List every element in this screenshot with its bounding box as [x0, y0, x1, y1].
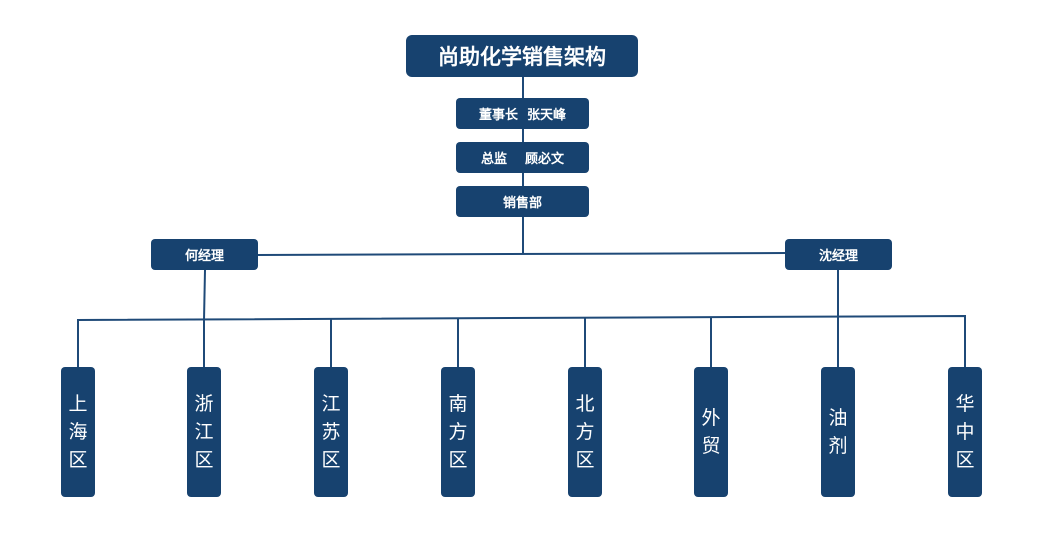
connector-manager-bus — [256, 252, 787, 256]
region-oil-agent-node: 油剂 — [821, 367, 855, 497]
manager-shen-node: 沈经理 — [785, 239, 892, 270]
chairman-node: 董事长 张天峰 — [456, 98, 589, 129]
region-zhejiang-node: 浙江区 — [187, 367, 221, 497]
region-foreign-trade-node: 外贸 — [694, 367, 728, 497]
sales-department-node: 销售部 — [456, 186, 589, 217]
connector-region-bus — [77, 314, 966, 367]
connector-manager-left-down — [203, 269, 206, 321]
region-jiangsu-node: 江苏区 — [314, 367, 348, 497]
region-central-china-node: 华中区 — [948, 367, 982, 497]
manager-he-node: 何经理 — [151, 239, 258, 270]
region-north-node: 北方区 — [568, 367, 602, 497]
org-title-node: 尚助化学销售架构 — [406, 35, 638, 77]
director-node: 总监 顾必文 — [456, 142, 589, 173]
region-south-node: 南方区 — [441, 367, 475, 497]
region-shanghai-node: 上海区 — [61, 367, 95, 497]
